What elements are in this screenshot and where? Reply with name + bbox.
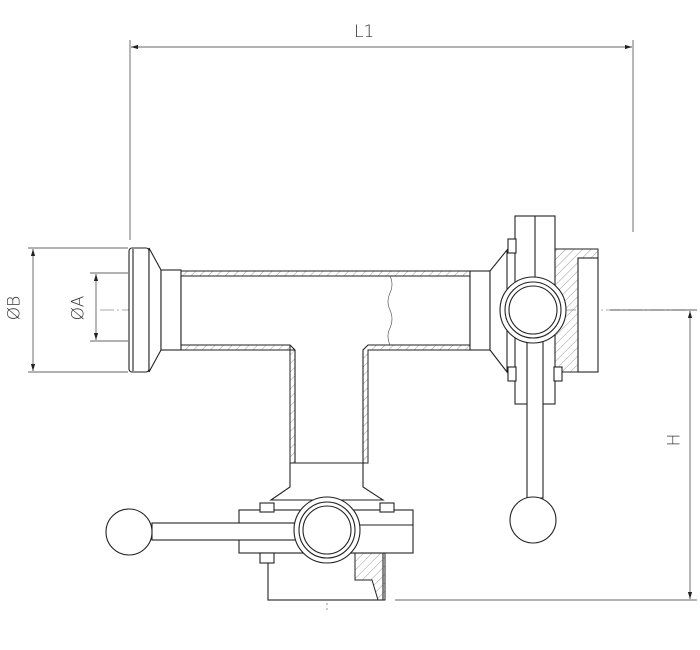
label-diameter-a: ØA (68, 295, 89, 321)
dimension-l1 (129, 40, 634, 240)
bottom-handle-knob (105, 508, 153, 556)
label-l1: L1 (354, 22, 375, 42)
right-handle-knob (509, 496, 557, 544)
dimension-h (395, 309, 697, 601)
label-diameter-b: ØB (4, 295, 25, 321)
right-handle (526, 339, 544, 499)
right-valve (499, 215, 599, 544)
label-h: H (664, 433, 685, 447)
bottom-valve (105, 496, 414, 601)
dimension-diameters (28, 247, 128, 373)
tee-body (128, 247, 508, 501)
